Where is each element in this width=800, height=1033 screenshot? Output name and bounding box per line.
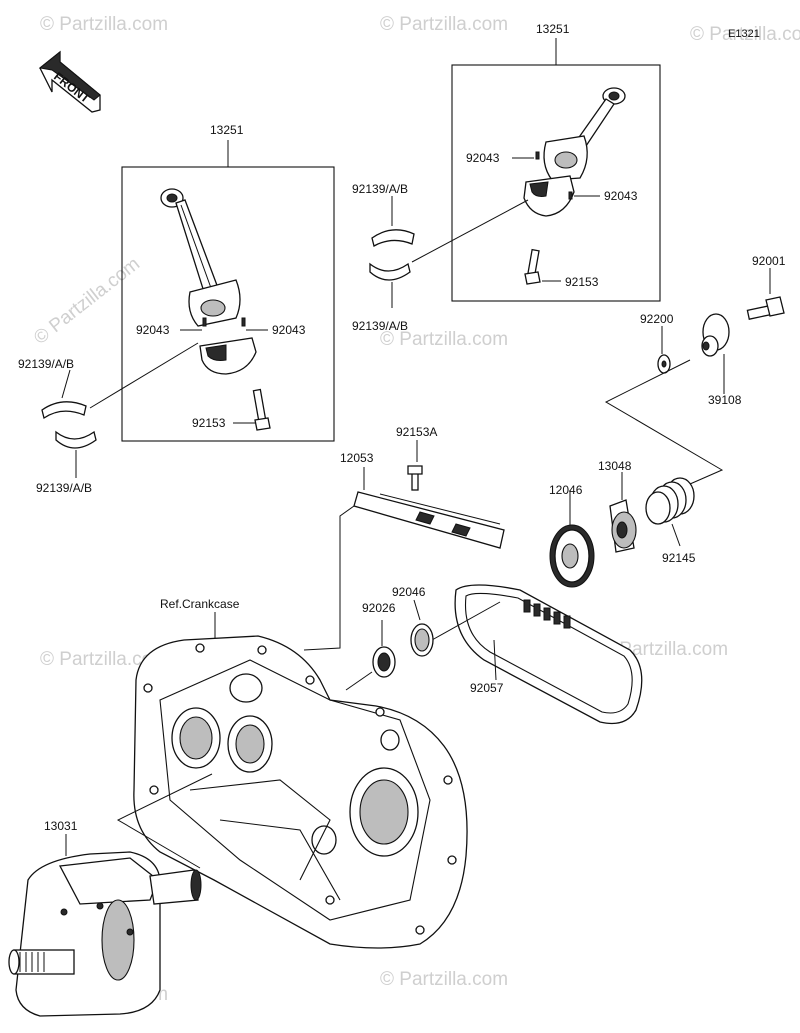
dowel-pin-icon — [241, 317, 246, 327]
spring-92145: 92145 — [645, 477, 696, 565]
callout-13048: 13048 — [598, 459, 632, 473]
watermark: © Partzilla.com — [690, 24, 800, 45]
watermark: © Partzilla.com — [30, 254, 144, 349]
leader-line — [431, 601, 501, 641]
callout-92139: 92139/A/B — [352, 319, 408, 333]
callout-92043: 92043 — [466, 151, 500, 165]
bearing-shells-right: 92139/A/B 92139/A/B — [352, 182, 529, 333]
chain-guide-12053: 12053 — [340, 451, 505, 549]
callout-92046: 92046 — [392, 585, 426, 599]
leader-line — [116, 773, 213, 869]
rod-bolt-right: 92153 — [524, 248, 599, 289]
rod-assembly-left: 13251 92153 92043 92043 — [121, 123, 335, 442]
callout-92026: 92026 — [362, 601, 396, 615]
front-arrow-icon: FRONT — [38, 50, 101, 113]
callout-92200: 92200 — [640, 312, 674, 326]
crankcase-reference: Ref.Crankcase — [133, 597, 468, 949]
rod-cap-left — [199, 337, 257, 375]
watermark: © Partzilla.com — [380, 14, 508, 35]
callout-92139: 92139/A/B — [352, 182, 408, 196]
bolt-92153a: 92153A — [396, 425, 437, 491]
callout-13251: 13251 — [536, 22, 570, 36]
watermark: © Partzilla.com — [40, 14, 168, 35]
callout-12046: 12046 — [549, 483, 583, 497]
connecting-rod-left — [160, 188, 241, 327]
connecting-rod-right — [543, 87, 626, 181]
sprocket-12046: 12046 — [549, 483, 595, 588]
watermark: © Partzilla.com — [380, 969, 508, 990]
callout-13251: 13251 — [210, 123, 244, 137]
callout-92043: 92043 — [604, 189, 638, 203]
callout-92145: 92145 — [662, 551, 696, 565]
crankcase-bolt-holes — [143, 643, 457, 935]
bearing-shells-left: 92139/A/B 92139/A/B — [18, 342, 199, 495]
reference-label: Ref.Crankcase — [160, 597, 240, 611]
leader-line — [303, 505, 355, 651]
bearing-92046: 92046 — [392, 585, 434, 657]
callout-92139: 92139/A/B — [18, 357, 74, 371]
callout-92001: 92001 — [752, 254, 786, 268]
callout-92153: 92153 — [192, 416, 226, 430]
callout-92043: 92043 — [272, 323, 306, 337]
rod-assembly-right: 13251 92153 92043 92043 — [451, 22, 661, 302]
rod-cap-right — [523, 175, 575, 217]
callout-92043: 92043 — [136, 323, 170, 337]
dowel-pin-icon — [202, 317, 207, 327]
crankshaft-shaft-icon — [8, 949, 75, 975]
callout-39108: 39108 — [708, 393, 742, 407]
hub-13048: 13048 — [598, 459, 637, 553]
crankshaft-13031: 13031 — [8, 819, 202, 1017]
dowel-pin-icon — [535, 151, 540, 160]
callout-92057: 92057 — [470, 681, 504, 695]
callout-13031: 13031 — [44, 819, 78, 833]
diagram-code: E1321 — [728, 28, 760, 40]
callout-92153A: 92153A — [396, 425, 437, 439]
collar-39108: 39108 — [701, 313, 742, 407]
bolt-92001: 92001 — [746, 254, 786, 320]
dowel-pin-icon — [568, 191, 573, 200]
callout-12053: 12053 — [340, 451, 374, 465]
washer-92200: 92200 — [640, 312, 674, 374]
callout-92153: 92153 — [565, 275, 599, 289]
watermark: © Partzilla.com — [380, 329, 508, 350]
leader-line — [604, 359, 724, 485]
rod-bolt-left: 92153 — [192, 388, 271, 431]
oil-seal-92026: 92026 — [362, 601, 396, 678]
callout-92139: 92139/A/B — [36, 481, 92, 495]
cam-chain-92057: 92057 — [454, 584, 643, 725]
chain-links — [523, 599, 571, 629]
leader-line — [345, 671, 373, 691]
watermark: © Partzilla.com — [40, 649, 168, 670]
